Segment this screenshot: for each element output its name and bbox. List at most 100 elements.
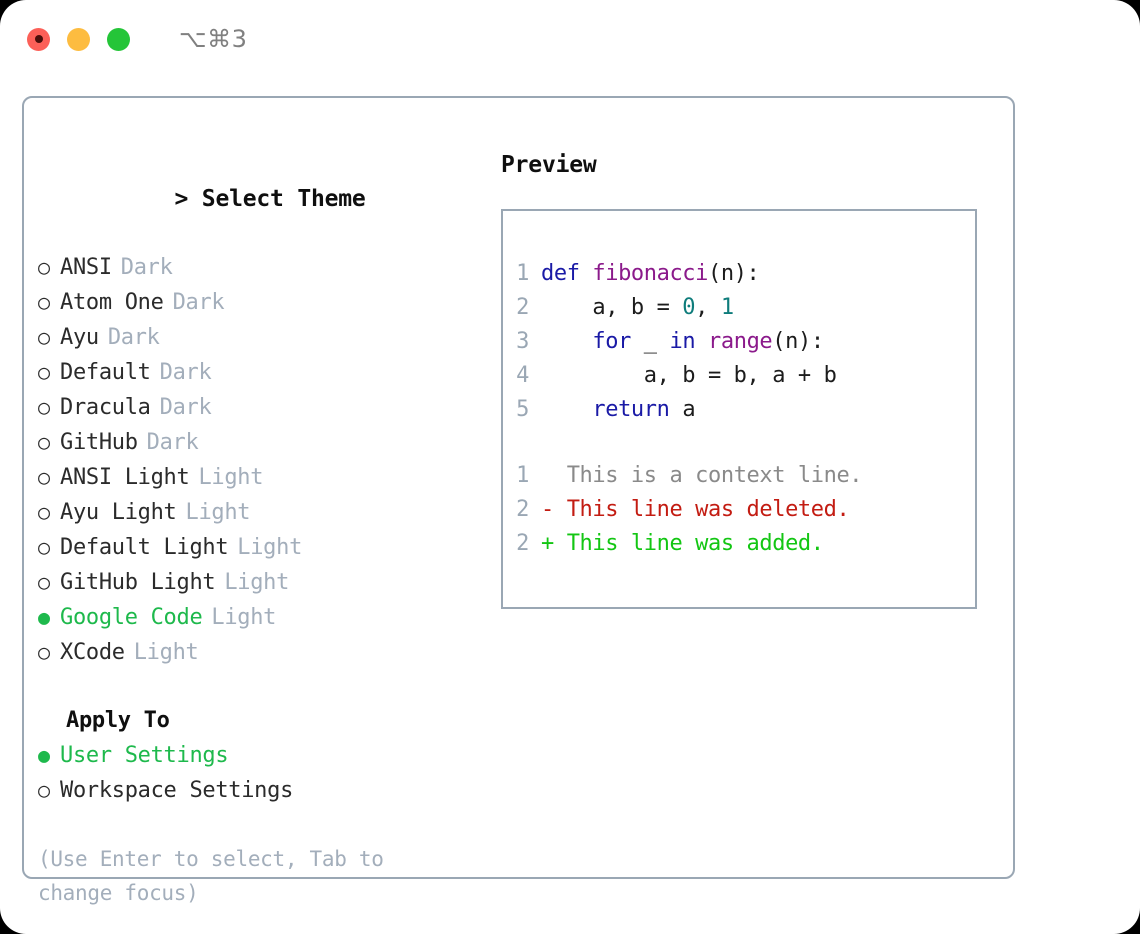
code-line-content: def fibonacci(n): xyxy=(541,257,760,291)
radio-unselected-icon: ○ xyxy=(38,640,50,664)
code-token-plain xyxy=(541,397,592,422)
theme-option-label: Default xyxy=(60,360,151,385)
radio-unselected-icon: ○ xyxy=(38,255,50,279)
preview-heading: Preview xyxy=(501,152,597,178)
diff-marker: + xyxy=(541,531,567,556)
diff-spacer xyxy=(503,427,975,459)
line-number: 5 xyxy=(516,397,529,422)
traffic-light-controls xyxy=(27,27,130,51)
keyboard-hint-text: (Use Enter to select, Tab to change focu… xyxy=(38,847,396,905)
code-line-content: a, b = 0, 1 xyxy=(541,291,734,325)
code-token-plain: (n): xyxy=(772,329,824,354)
theme-variant-tag: Dark xyxy=(146,430,199,455)
code-token-fn: range xyxy=(708,329,773,354)
code-token-plain: , xyxy=(695,295,721,320)
theme-option-dracula[interactable]: ○ Dracula Dark xyxy=(38,390,488,425)
theme-variant-tag: Dark xyxy=(172,290,225,315)
radio-unselected-icon: ○ xyxy=(38,778,50,802)
theme-option-github-light[interactable]: ○ GitHub Light Light xyxy=(38,565,488,600)
theme-option-label: Google Code xyxy=(60,605,203,630)
line-number: 2 xyxy=(516,531,529,556)
theme-option-label: ANSI xyxy=(60,255,112,280)
radio-unselected-icon: ○ xyxy=(38,395,50,419)
theme-option-ayu[interactable]: ○ Ayu Dark xyxy=(38,320,488,355)
apply-to-heading: Apply To xyxy=(66,708,170,733)
theme-option-ansi-light[interactable]: ○ ANSI Light Light xyxy=(38,460,488,495)
theme-variant-tag: Light xyxy=(211,605,277,630)
code-token-plain xyxy=(541,329,592,354)
title-bar: ⌥⌘3 xyxy=(0,0,1140,78)
code-token-kw: def xyxy=(541,261,593,286)
radio-unselected-icon: ○ xyxy=(38,360,50,384)
theme-variant-tag: Dark xyxy=(107,325,160,350)
radio-unselected-icon: ○ xyxy=(38,430,50,454)
select-theme-heading: > Select Theme xyxy=(38,148,488,250)
theme-variant-tag: Light xyxy=(198,465,264,490)
code-token-kw: for xyxy=(592,329,631,354)
theme-variant-tag: Light xyxy=(224,570,290,595)
theme-option-default[interactable]: ○ Default Dark xyxy=(38,355,488,390)
code-line: 3 for _ in range(n): xyxy=(503,325,975,359)
line-number: 2 xyxy=(516,295,529,320)
code-token-kw: return xyxy=(592,397,670,422)
radio-selected-icon: ● xyxy=(38,605,50,629)
code-token-plain: a, b = xyxy=(541,295,683,320)
code-line: 5 return a xyxy=(503,393,975,427)
theme-option-label: GitHub Light xyxy=(60,570,216,595)
theme-option-xcode[interactable]: ○ XCode Light xyxy=(38,635,488,670)
radio-unselected-icon: ○ xyxy=(38,570,50,594)
code-token-num: 0 xyxy=(682,295,696,320)
diff-line-deleted: 2- This line was deleted. xyxy=(503,493,975,527)
apply-to-option-label: Workspace Settings xyxy=(60,778,294,803)
theme-option-google-code[interactable]: ● Google Code Light xyxy=(38,600,488,635)
radio-selected-icon: ● xyxy=(38,743,50,767)
radio-unselected-icon: ○ xyxy=(38,465,50,489)
code-line-content: a, b = b, a + b xyxy=(541,359,837,393)
select-theme-title: Select Theme xyxy=(201,186,366,212)
theme-variant-tag: Light xyxy=(133,640,199,665)
theme-option-label: XCode xyxy=(60,640,125,665)
code-line-content: for _ in range(n): xyxy=(541,325,824,359)
apply-to-option-workspace-settings[interactable]: ○ Workspace Settings xyxy=(38,773,488,808)
theme-variant-tag: Dark xyxy=(159,395,212,420)
theme-option-label: Ayu Light xyxy=(60,500,177,525)
theme-option-ansi[interactable]: ○ ANSI Dark xyxy=(38,250,488,285)
code-token-kw: in xyxy=(669,329,696,354)
code-token-plain: a xyxy=(669,397,696,422)
theme-option-label: Dracula xyxy=(60,395,151,420)
code-line-content: return a xyxy=(541,393,695,427)
diff-sample: 1 This is a context line.2- This line wa… xyxy=(503,459,975,561)
diff-marker xyxy=(541,459,567,493)
keyboard-shortcut-label: ⌥⌘3 xyxy=(179,25,248,53)
apply-to-option-user-settings[interactable]: ●User Settings xyxy=(38,738,488,773)
code-token-plain: (n): xyxy=(708,261,760,286)
diff-line-added: 2 + This line was added. xyxy=(503,527,975,561)
minimize-button[interactable] xyxy=(67,27,90,51)
theme-option-github[interactable]: ○ GitHub Dark xyxy=(38,425,488,460)
theme-option-label: GitHub xyxy=(60,430,138,455)
theme-option-label: Ayu xyxy=(60,325,99,350)
line-number: 3 xyxy=(516,329,529,354)
maximize-button[interactable] xyxy=(107,27,130,51)
theme-variant-tag: Dark xyxy=(120,255,173,280)
apply-to-option-list[interactable]: ●User Settings ○ Workspace Settings xyxy=(38,738,488,808)
section-spacer xyxy=(38,670,488,704)
line-number: 4 xyxy=(516,363,529,388)
radio-unselected-icon: ○ xyxy=(38,325,50,349)
diff-line-content: This line was added. xyxy=(566,531,824,556)
radio-unselected-icon: ○ xyxy=(38,290,50,314)
theme-variant-tag: Dark xyxy=(159,360,212,385)
code-line: 4 a, b = b, a + b xyxy=(503,359,975,393)
line-number: 2 xyxy=(516,497,529,522)
code-token-plain xyxy=(695,329,708,354)
close-button[interactable] xyxy=(27,27,50,51)
theme-option-label: ANSI Light xyxy=(60,465,190,490)
